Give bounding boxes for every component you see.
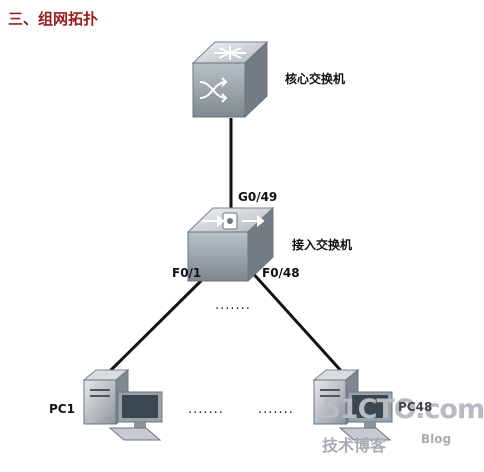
access-switch-icon (186, 206, 275, 283)
access-switch-label: 接入交换机 (292, 238, 353, 252)
link-access-pc1 (106, 268, 214, 375)
port-label-uplink: G0/49 (238, 190, 278, 204)
watermark-blog: Blog (421, 432, 452, 446)
pc-label-right: PC48 (398, 400, 433, 414)
ellipsis-bottom-left: ....... (188, 402, 224, 417)
watermark-subtitle: 技术博客 (322, 436, 387, 455)
port-label-left: F0/1 (172, 266, 202, 280)
core-switch-label: 核心交换机 (285, 72, 346, 86)
ellipsis-middle: ....... (215, 298, 251, 313)
pc-label-left: PC1 (49, 402, 75, 416)
port-label-right: F0/48 (262, 266, 300, 280)
topology-diagram (82, 40, 393, 441)
desktop-computer-icon (312, 368, 393, 441)
core-switch-icon (191, 40, 269, 119)
ellipsis-bottom-right: ....... (258, 402, 294, 417)
page-title: 三、组网拓扑 (8, 10, 99, 28)
watermark-site: 51CTO.com (322, 394, 484, 425)
link-access-pc48 (248, 268, 345, 375)
desktop-computer-icon (82, 368, 163, 441)
